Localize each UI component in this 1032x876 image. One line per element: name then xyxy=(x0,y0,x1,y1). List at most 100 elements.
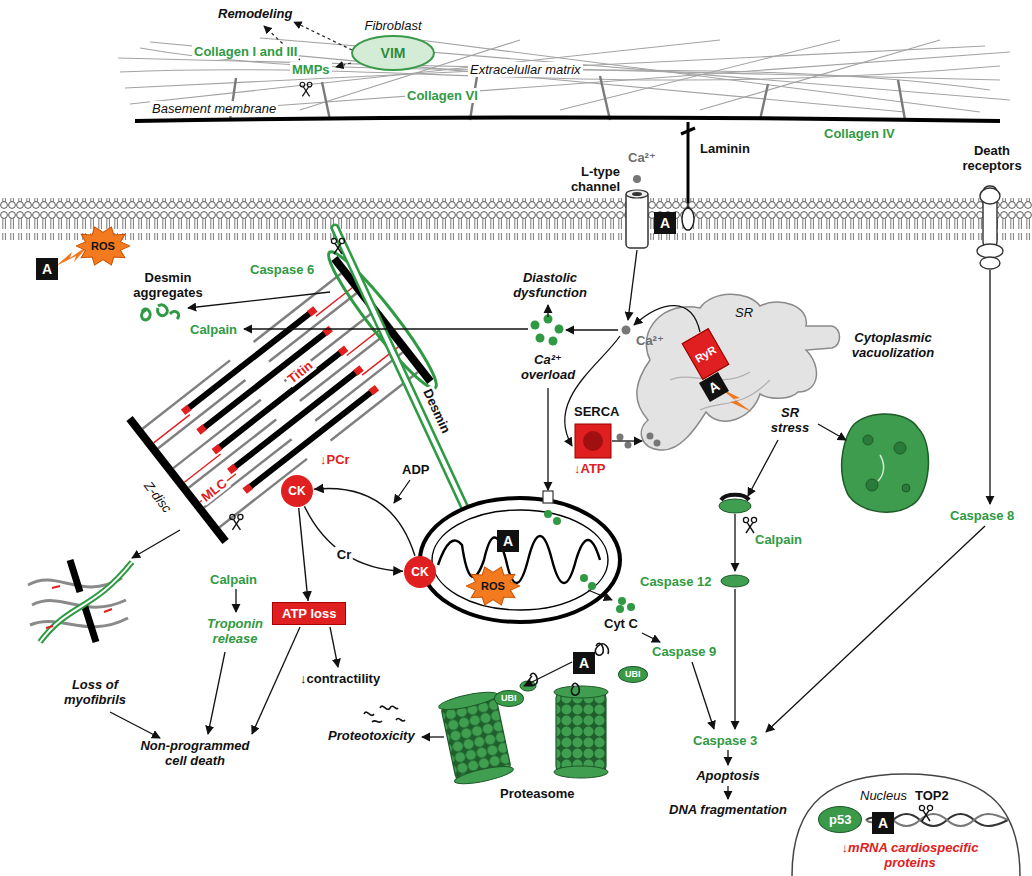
connector-label: Cr xyxy=(335,546,353,561)
desmin-aggregates xyxy=(142,305,179,320)
callout-label: Loss of myofibrils xyxy=(50,677,140,707)
callout-label: Ca²⁺ xyxy=(628,150,656,165)
serca-pump xyxy=(575,424,611,458)
creatine-kinase: CK xyxy=(404,556,436,588)
pathway-arrow xyxy=(110,712,160,738)
calcium-ions xyxy=(627,603,635,611)
callout-label: Cyt C xyxy=(604,616,638,631)
pathway-arrow xyxy=(642,633,660,642)
pathway-arrow xyxy=(818,424,846,440)
sarcomere xyxy=(188,313,372,488)
remodeling-arrow xyxy=(336,63,351,67)
pathway-arrow xyxy=(252,627,300,734)
extracellular-matrix xyxy=(118,38,1010,121)
callout-label: Caspase 6 xyxy=(250,262,314,277)
callout-label: L-type channel xyxy=(558,164,620,194)
node-text: ROS xyxy=(91,240,115,252)
vacuole xyxy=(866,479,878,491)
anthracycline-marker: A xyxy=(497,530,519,552)
callout-label: Desmin xyxy=(419,385,454,438)
sarcoplasmic-reticulum xyxy=(637,294,840,450)
extracellular-matrix xyxy=(898,80,905,120)
proteasome xyxy=(554,686,608,698)
serca-pump xyxy=(617,434,624,441)
pathway-arrow xyxy=(110,250,990,799)
callout-label: Calpain xyxy=(190,322,237,337)
pathway-arrow xyxy=(989,270,990,504)
mitochondrion xyxy=(588,582,596,590)
node-text: RyR xyxy=(693,343,718,364)
node-text: A xyxy=(42,261,52,277)
proteasome xyxy=(438,689,499,713)
extracellular-matrix xyxy=(600,76,610,120)
vacuole xyxy=(878,455,884,481)
scissors-symbol xyxy=(743,517,756,533)
callout-label: ↓ATP xyxy=(574,461,606,476)
loss-of-myofibrils-picture xyxy=(40,562,132,642)
loss-of-myofibrils-picture xyxy=(30,618,128,627)
sarcomere xyxy=(230,514,243,530)
sarcoplasmic-reticulum xyxy=(647,433,654,440)
pathway-arrow xyxy=(244,328,528,329)
pathway-arrow xyxy=(565,336,620,446)
extracellular-matrix xyxy=(230,70,905,120)
vacuole xyxy=(842,414,929,512)
ubiquitin-tag: UBI xyxy=(494,690,524,707)
callout-label: Basement membrane xyxy=(150,101,278,116)
death-receptor xyxy=(980,188,1000,204)
callout-label: Calpain xyxy=(755,532,802,547)
death-receptor xyxy=(977,244,1003,258)
node-text: ROS xyxy=(481,580,505,592)
mitochondrion xyxy=(580,574,588,582)
calcium-ions xyxy=(549,337,558,346)
l-type-channel xyxy=(626,175,648,248)
callout-label: Caspase 8 xyxy=(950,508,1014,523)
callout-label: Cytoplasmic vacuolization xyxy=(833,330,953,360)
caspase-12-precursor xyxy=(719,495,751,587)
anthracycline-marker: A xyxy=(654,212,676,234)
callout-label: DNA fragmentation xyxy=(653,802,803,817)
callout-label: MMPs xyxy=(290,62,332,77)
pathway-arrow xyxy=(634,306,700,332)
p53-protein: p53 xyxy=(818,806,862,833)
nucleus-outline xyxy=(792,774,1020,876)
protein-fragments xyxy=(380,706,398,709)
callout-label: Non-programmed cell death xyxy=(130,738,260,768)
node-text: p53 xyxy=(829,812,851,827)
vacuole xyxy=(902,484,910,492)
callout-label: Ca²⁺ xyxy=(636,333,664,348)
node-text: VIM xyxy=(381,45,406,61)
callout-label: TOP2 xyxy=(915,788,949,803)
protein-fragments xyxy=(364,706,405,722)
desmin-aggregates xyxy=(170,311,179,319)
pathway-arrow xyxy=(727,750,728,765)
callout-label: Caspase 12 xyxy=(640,574,712,589)
calcium-ions xyxy=(555,325,564,334)
node-text: A xyxy=(878,815,888,831)
mitochondrion xyxy=(432,510,608,610)
proteasome xyxy=(571,683,579,695)
desmin-filament xyxy=(335,228,465,508)
sarcoplasmic-reticulum xyxy=(637,294,840,450)
callout-label: SR stress xyxy=(768,405,812,435)
mitochondrion xyxy=(553,517,561,525)
sarcomere xyxy=(183,309,377,491)
pathway-arrow xyxy=(547,388,548,490)
laminin-anchor xyxy=(682,208,694,230)
calcium-ions xyxy=(536,334,545,343)
ubiquitin-tag: UBI xyxy=(618,666,648,683)
callout-label: ↓PCr xyxy=(318,452,352,467)
node-text: Nucleus xyxy=(860,788,907,803)
calcium-ions xyxy=(616,605,624,613)
callout-label: Collagen I and III xyxy=(192,44,299,59)
calcium-ions xyxy=(618,597,626,605)
death-receptor xyxy=(977,186,1003,269)
pathway-arrow xyxy=(132,530,180,558)
callout-label: Z-disc xyxy=(141,478,175,515)
pathway-arrow xyxy=(748,440,778,496)
death-receptor xyxy=(980,257,1000,269)
pathway-arrow xyxy=(547,305,548,317)
protein-fragments xyxy=(372,721,382,723)
node-text: ATP loss xyxy=(282,606,336,621)
